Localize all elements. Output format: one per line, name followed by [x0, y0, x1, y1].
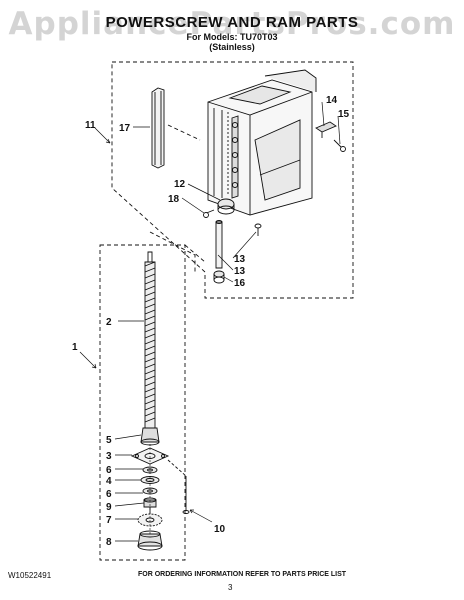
callout-1: 1 — [72, 342, 78, 353]
callout-19: 18 — [168, 194, 180, 205]
screw-collar — [140, 427, 160, 446]
callout-8: 8 — [106, 537, 112, 548]
callout-13: 13 — [234, 254, 246, 265]
callout-9: 9 — [106, 502, 112, 513]
ram-assembly-outline — [111, 61, 354, 299]
ram-side-strip — [151, 87, 165, 169]
nut-screw — [203, 209, 215, 218]
page-title: POWERSCREW AND RAM PARTS — [105, 14, 359, 31]
callout-16: 15 — [338, 109, 350, 120]
callout-3: 3 — [106, 451, 112, 462]
callout-15: 14 — [326, 95, 338, 106]
powerscrew — [144, 251, 156, 429]
powerscrew-assembly-outline — [99, 244, 186, 561]
callout-6b: 6 — [106, 489, 112, 500]
bracket-screw — [333, 139, 346, 152]
callout-12: 12 — [174, 179, 186, 190]
callout-7: 7 — [106, 515, 112, 526]
ram-housing — [207, 69, 317, 216]
bracket-part — [315, 121, 337, 138]
callout-10: 10 — [214, 524, 226, 535]
drive-gear — [137, 530, 163, 551]
ram-nut — [217, 198, 235, 215]
callout-6a: 6 — [106, 465, 112, 476]
callout-14: 13 — [234, 266, 246, 277]
watermark: AppliancePartsPros.com — [8, 6, 456, 42]
doc-number: W10522491 — [8, 571, 52, 580]
page-number: 3 — [228, 583, 233, 592]
assembly-link-lines — [149, 231, 206, 272]
callout-2: 2 — [106, 317, 112, 328]
ordering-note: FOR ORDERING INFORMATION REFER TO PARTS … — [138, 571, 347, 578]
callout-18: 17 — [119, 123, 131, 134]
plate-bolt — [167, 459, 190, 514]
callout-4: 4 — [106, 476, 112, 487]
guide-screw — [254, 223, 262, 236]
callout-5: 5 — [106, 435, 112, 446]
callout-11: 11 — [85, 120, 96, 131]
callout-17: 16 — [234, 278, 246, 289]
models-line: For Models: TU70T03 — [186, 32, 278, 42]
ram-nut-channel — [231, 115, 239, 199]
guide-shaft — [213, 220, 225, 284]
variant-line: (Stainless) — [209, 42, 255, 52]
